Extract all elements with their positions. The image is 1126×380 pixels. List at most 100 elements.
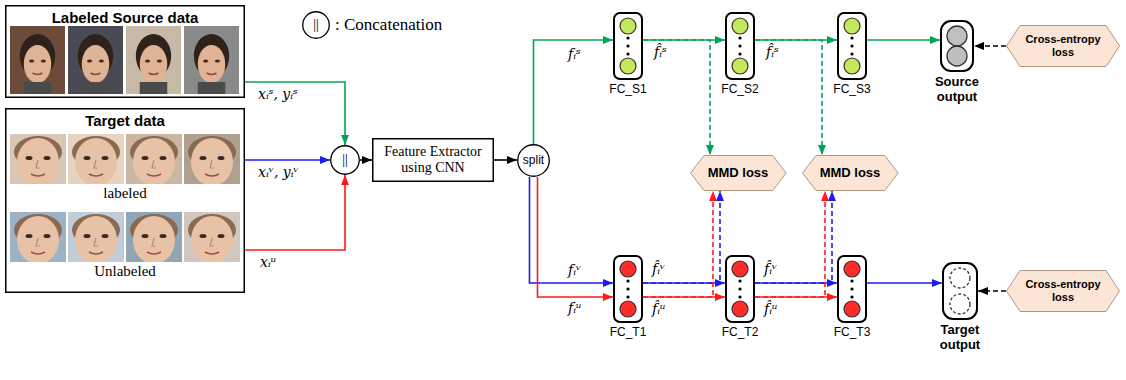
fc-layer: FC_S3 bbox=[837, 12, 867, 80]
node-text: Target output bbox=[929, 323, 991, 353]
box-border bbox=[6, 109, 245, 293]
neuron bbox=[844, 261, 860, 277]
connector bbox=[245, 159, 330, 161]
ellipsis-dot bbox=[850, 44, 853, 47]
face-photo bbox=[188, 136, 236, 186]
output-frame bbox=[941, 21, 973, 71]
feature-label: fᵢᵛ bbox=[566, 262, 583, 279]
fc-layer-outline bbox=[725, 12, 755, 80]
concat-node: || bbox=[330, 145, 360, 175]
output-neuron bbox=[950, 268, 970, 288]
feature-label: f̂ᵢᵘ bbox=[762, 301, 780, 318]
layer-frame bbox=[838, 256, 866, 322]
diamond-shape bbox=[1007, 271, 1120, 312]
node-text: FC_T2 bbox=[722, 326, 759, 340]
neuron bbox=[620, 18, 636, 34]
source-output: Source output bbox=[940, 20, 974, 72]
node-text: Labeled Source data bbox=[5, 9, 245, 26]
face-photo bbox=[130, 214, 178, 264]
fc-layer: FC_T1 bbox=[613, 255, 643, 323]
face-photo bbox=[78, 34, 113, 94]
loss-diamond: MMD loss bbox=[690, 155, 787, 191]
ellipsis-dot bbox=[738, 52, 741, 55]
fc-layer: FC_T3 bbox=[837, 255, 867, 323]
node-text: : Concatenation bbox=[335, 15, 442, 35]
target-data-panel: Target datalabeledUnlabeled bbox=[5, 108, 245, 293]
connector bbox=[245, 82, 345, 145]
node-text: FC_S1 bbox=[609, 83, 646, 97]
ellipsis-dot bbox=[626, 287, 629, 290]
node-text: || bbox=[342, 152, 348, 168]
face-photo bbox=[72, 214, 120, 264]
connector bbox=[360, 159, 372, 161]
node-text: Cross-entropy loss bbox=[1024, 278, 1102, 303]
output-neuron bbox=[947, 46, 967, 66]
connector bbox=[530, 177, 614, 283]
ellipsis-dot bbox=[850, 287, 853, 290]
photo-bg bbox=[126, 26, 181, 94]
ellipsis-dot bbox=[738, 295, 741, 298]
connector bbox=[494, 159, 517, 161]
ellipsis-dot bbox=[850, 36, 853, 39]
node-text: split bbox=[523, 154, 544, 168]
connector bbox=[867, 39, 940, 41]
face-photo bbox=[130, 136, 178, 186]
feature-label: f̂ᵢˢ bbox=[764, 44, 781, 61]
loss-diamond: Cross-entropy loss bbox=[1006, 25, 1120, 67]
fc-layer: FC_T2 bbox=[725, 255, 755, 323]
diamond-shape bbox=[1007, 26, 1120, 67]
photo-bg bbox=[68, 26, 123, 94]
node-text: MMD loss bbox=[708, 166, 769, 181]
photo-bg bbox=[10, 26, 65, 94]
ellipsis-dot bbox=[738, 279, 741, 282]
neuron bbox=[620, 301, 636, 317]
source-data-panel: Labeled Source data bbox=[5, 5, 245, 98]
feature-label: f̂ᵢᵘ bbox=[650, 301, 668, 318]
fc-layer-outline bbox=[613, 255, 643, 323]
loss-diamond: Cross-entropy loss bbox=[1006, 270, 1120, 312]
photo-bg bbox=[184, 26, 239, 94]
face-photo bbox=[14, 214, 62, 264]
target-output: Target output bbox=[942, 262, 978, 320]
face-photo bbox=[14, 136, 62, 186]
fc-layer-outline bbox=[837, 12, 867, 80]
ellipsis-dot bbox=[626, 36, 629, 39]
source-output-outline bbox=[940, 20, 974, 72]
loss-diamond: MMD loss bbox=[802, 155, 899, 191]
neuron bbox=[844, 18, 860, 34]
layer-frame bbox=[614, 13, 642, 79]
feature-label: fᵢᵘ bbox=[566, 300, 584, 317]
node-text: MMD loss bbox=[820, 166, 881, 181]
split-node: split bbox=[517, 144, 550, 177]
connector bbox=[534, 40, 614, 144]
circle-border bbox=[331, 146, 360, 175]
box-border bbox=[6, 6, 245, 98]
connector bbox=[867, 282, 942, 284]
connector bbox=[643, 40, 710, 155]
circle-border bbox=[303, 12, 330, 39]
ellipsis-dot bbox=[850, 295, 853, 298]
circle-border bbox=[518, 145, 550, 177]
fc-layer: FC_S1 bbox=[613, 12, 643, 80]
node-text: FC_S2 bbox=[721, 83, 758, 97]
node-text: Unlabeled bbox=[5, 263, 245, 280]
feature-label: fᵢˢ bbox=[566, 46, 583, 63]
neuron bbox=[620, 58, 636, 74]
neuron bbox=[844, 58, 860, 74]
node-text: FC_S3 bbox=[833, 83, 870, 97]
connector bbox=[643, 191, 720, 283]
feature-label: xᵢᵛ, yᵢᵛ bbox=[256, 164, 301, 181]
node-text: Cross-entropy loss bbox=[1024, 33, 1102, 58]
face-photo bbox=[136, 34, 171, 94]
output-neuron bbox=[947, 26, 967, 46]
node-text: labeled bbox=[5, 185, 245, 202]
diamond-shape bbox=[802, 156, 898, 191]
face-photo bbox=[72, 136, 120, 186]
face-photo bbox=[20, 34, 55, 94]
node-text: FC_T1 bbox=[610, 326, 647, 340]
connector bbox=[245, 175, 345, 250]
neuron bbox=[732, 58, 748, 74]
connector bbox=[755, 40, 822, 155]
layer-frame bbox=[838, 13, 866, 79]
